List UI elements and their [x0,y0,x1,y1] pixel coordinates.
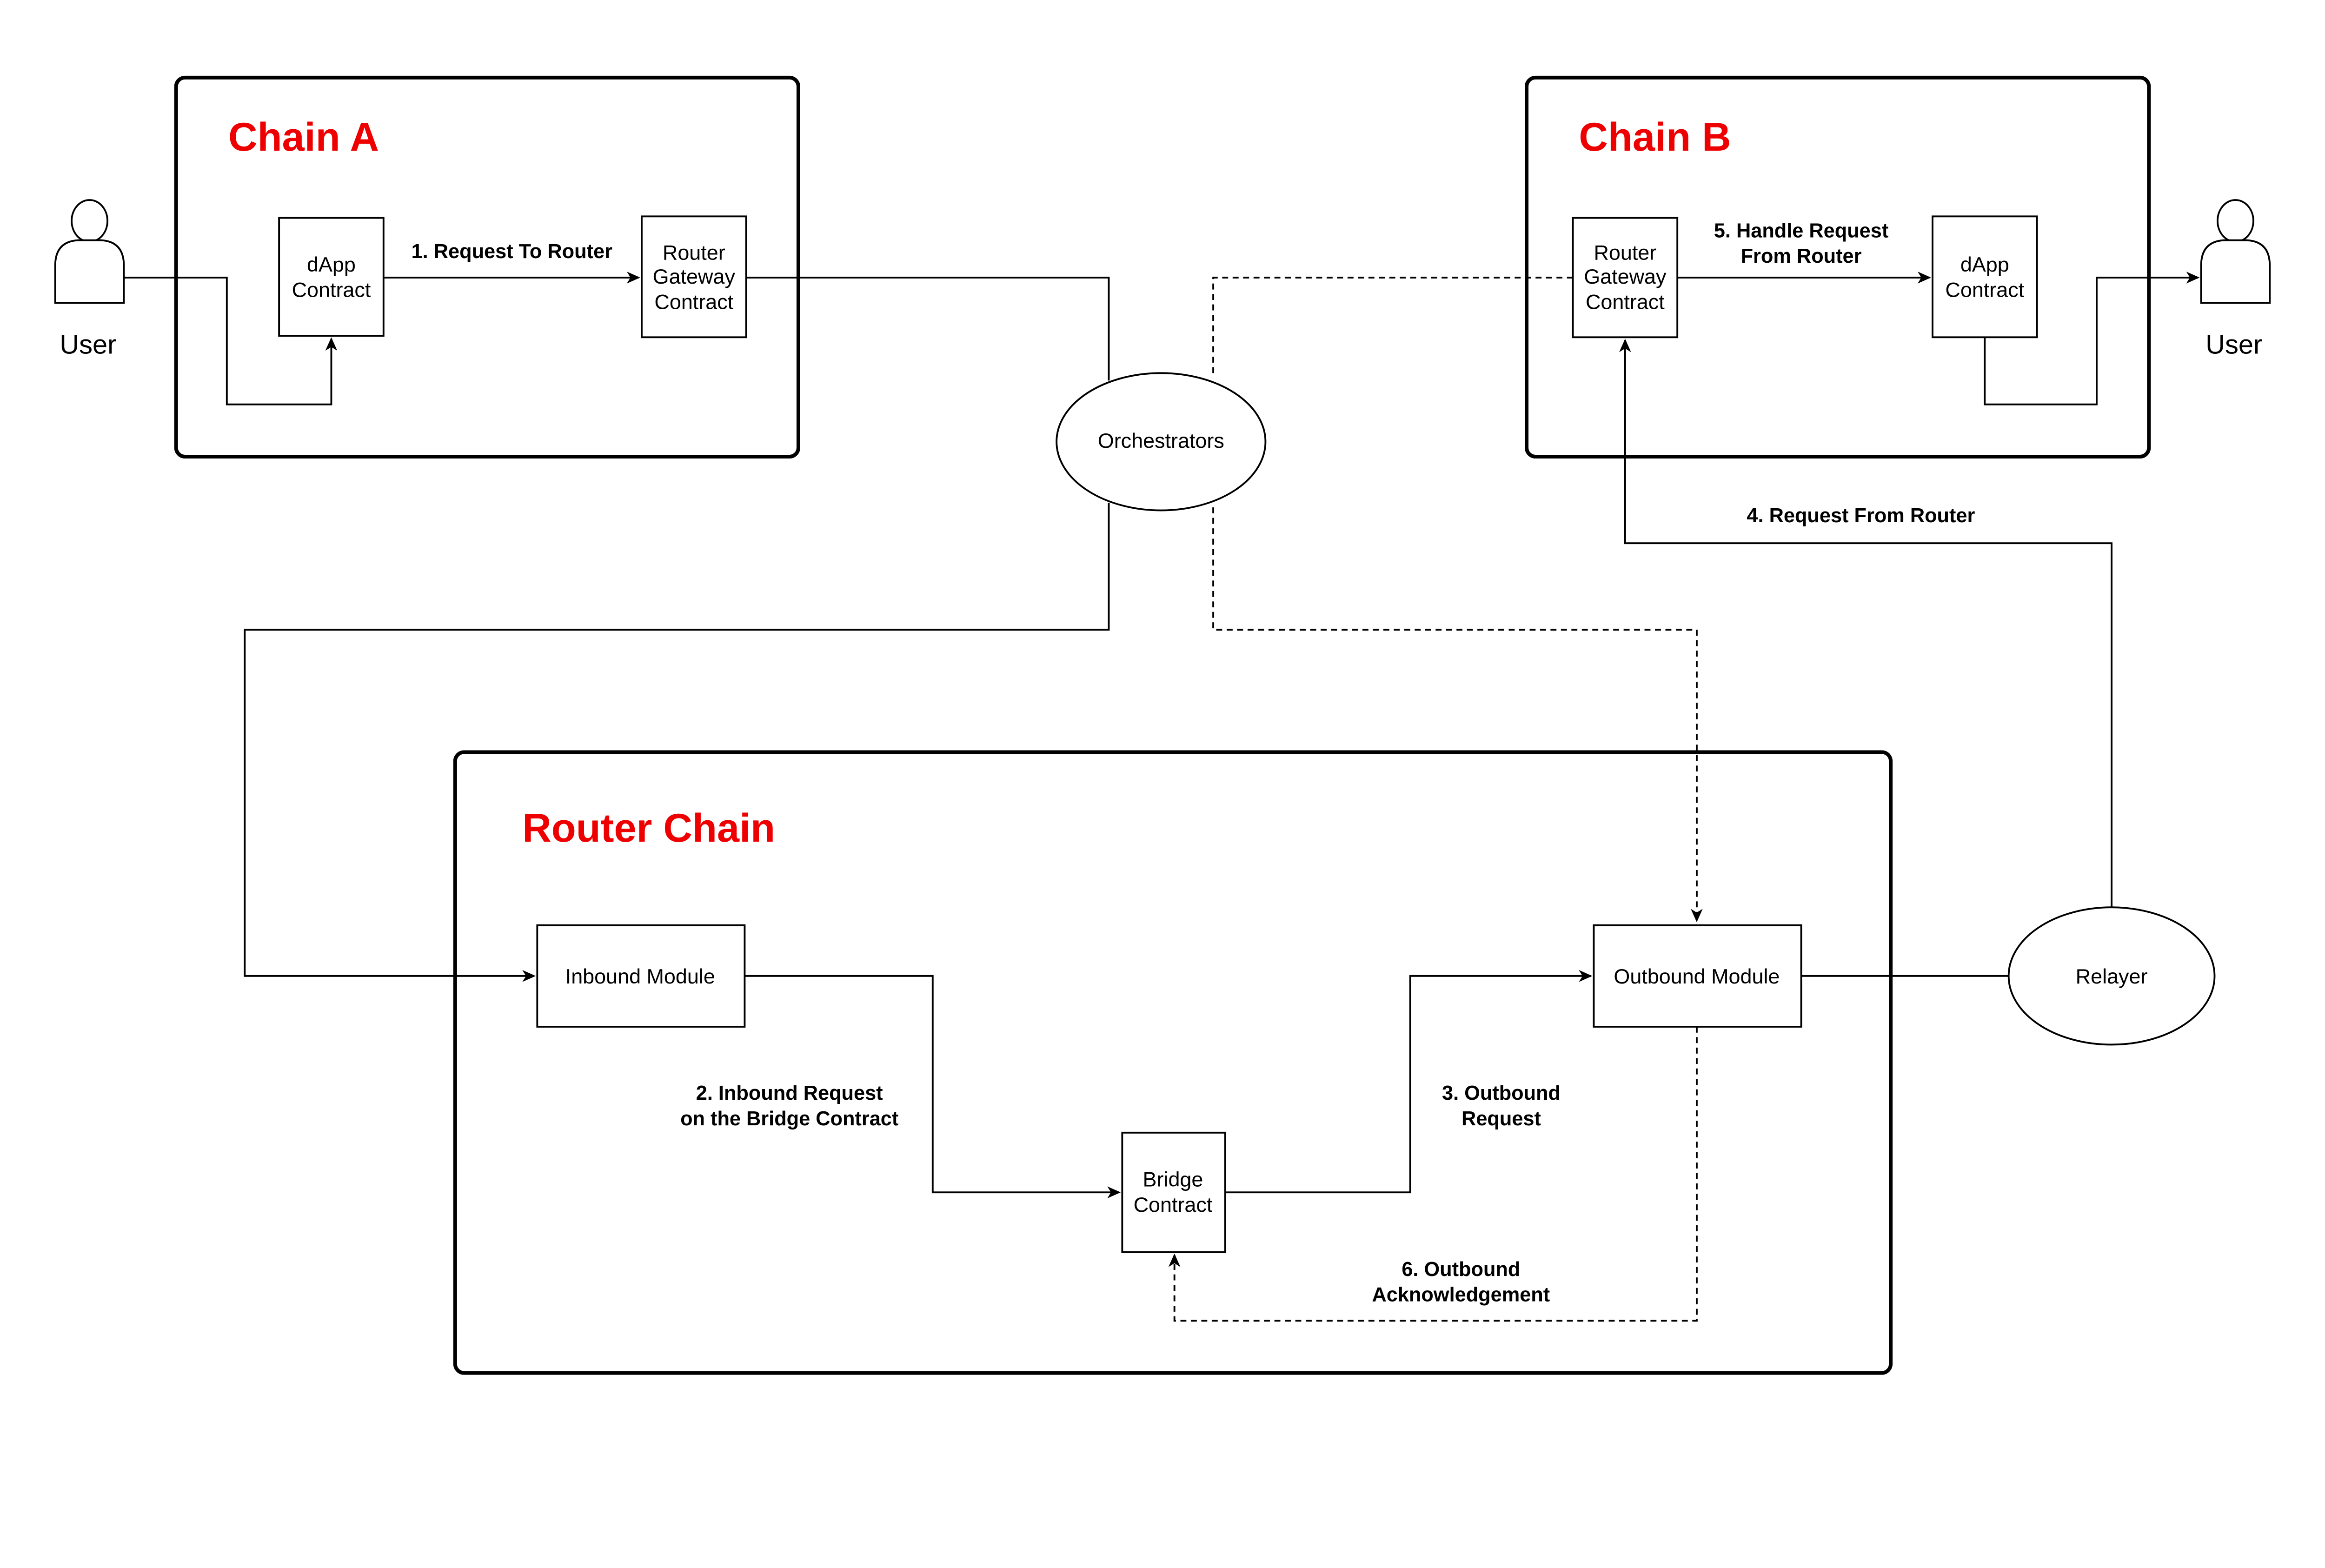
chain-b-frame [1525,75,2151,459]
router-gateway-b [1572,217,1679,339]
orchestrators-node [1056,372,1267,512]
dapp-contract-b [1932,215,2038,339]
chain-a-title: Chain A [228,115,379,159]
inbound-module [536,924,746,1028]
relayer-node [2007,906,2216,1046]
chain-a-frame [174,75,800,459]
bridge-contract [1121,1131,1226,1253]
orchestrators-label: Orchestrators [1098,429,1224,452]
user-icon-left [54,199,125,304]
edge-3-arrow [1225,970,1593,1194]
dapp-b-to-user-edge [1984,272,2200,405]
orchestrators-to-outbound-dashed [1212,507,1703,923]
edge-4-label: 4. Request From Router [1747,505,1975,527]
gateway-b-to-orchestrators-dashed [1212,276,1573,376]
gateway-a-to-orchestrators-edge [746,276,1110,381]
dapp-contract-a [278,217,385,337]
router-chain-frame [453,750,1893,1375]
router-chain-group: Router Chain Inbound Module Outbound Mod… [453,750,1893,1375]
outbound-module-label: Outbound Module [1614,964,1780,988]
edge-1-label: 1. Request To Router [412,240,613,263]
inbound-module-label: Inbound Module [565,964,715,988]
edge-2-arrow [744,975,1121,1199]
user-icon-right [2200,199,2271,304]
user-left-label: User [60,330,116,360]
user-right-label: User [2205,330,2262,360]
relayer-label: Relayer [2076,964,2148,988]
user-to-dapp-a-edge [124,276,338,405]
router-gateway-a [641,215,747,339]
chain-b-title: Chain B [1579,115,1731,159]
edge-4-arrow [1619,339,2112,908]
router-chain-title: Router Chain [522,806,775,850]
outbound-module [1593,924,1802,1028]
orchestrators-to-inbound-edge [244,503,1110,982]
edge-6-arrow-dashed [1168,1026,1698,1322]
